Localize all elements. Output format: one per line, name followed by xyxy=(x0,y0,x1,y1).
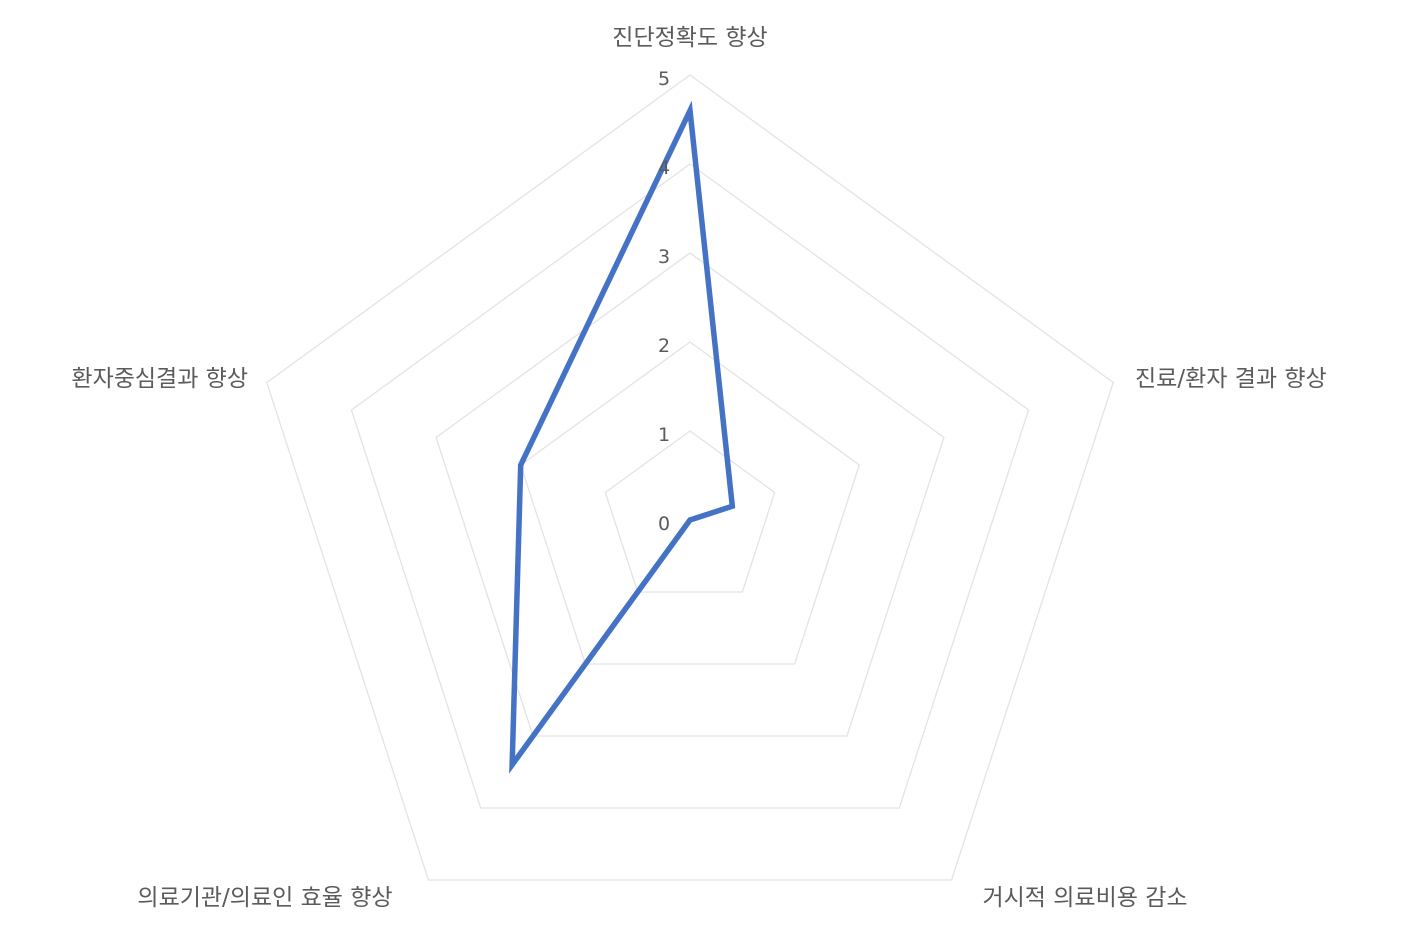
grid-ring-5 xyxy=(267,75,1113,880)
tick-label-1: 1 xyxy=(658,424,670,446)
tick-label-0: 0 xyxy=(658,513,670,535)
grid-ring-4 xyxy=(351,164,1028,808)
category-label-0: 진단정확도 향상 xyxy=(612,25,767,51)
category-label-2: 거시적 의료비용 감소 xyxy=(982,885,1187,911)
tick-label-2: 2 xyxy=(658,335,670,357)
grid-ring-1 xyxy=(605,431,774,592)
category-label-1: 진료/환자 결과 향상 xyxy=(1135,366,1327,392)
category-label-4: 환자중심결과 향상 xyxy=(71,366,248,392)
grid-layer xyxy=(267,75,1113,880)
grid-ring-2 xyxy=(521,342,860,664)
tick-label-5: 5 xyxy=(658,68,670,90)
tick-label-3: 3 xyxy=(658,246,670,268)
tick-layer: 0 1 2 3 4 5 xyxy=(658,68,670,535)
tick-label-4: 4 xyxy=(658,157,670,179)
category-label-3: 의료기관/의료인 효율 향상 xyxy=(137,885,392,911)
